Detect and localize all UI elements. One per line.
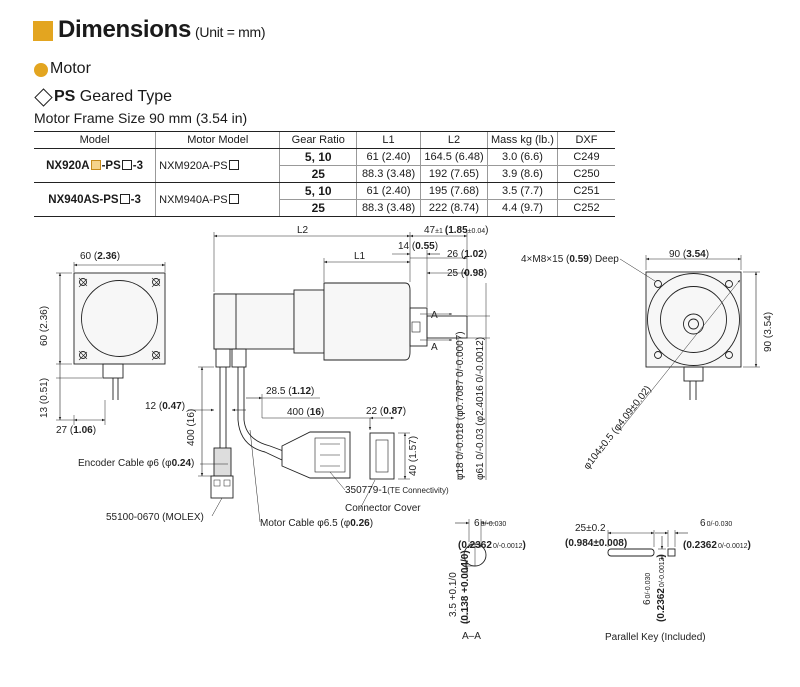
col-header-gear-ratio: Gear Ratio	[279, 131, 357, 149]
encoder-cable-label: Encoder Cable φ6 (φ0.24)	[78, 458, 195, 469]
connector-cover-label: Connector Cover	[345, 503, 421, 514]
l2-cell: 222 (8.74)	[420, 199, 488, 217]
dim-27: 27 (1.06)	[56, 425, 96, 436]
dim-14: 14 (0.55)	[398, 241, 438, 252]
molex-connector-label: 55100-0670 (MOLEX)	[106, 512, 204, 523]
dim-400-vertical: 400 (16)	[186, 409, 197, 446]
motor-cable-label: Motor Cable φ6.5 (φ0.26)	[260, 518, 374, 529]
option-box-icon	[228, 159, 239, 170]
dim-90-horizontal: 90 (3.54)	[669, 249, 709, 260]
mass-cell: 3.9 (8.6)	[486, 165, 558, 183]
option-box-icon	[228, 193, 239, 204]
option-box-icon	[119, 193, 130, 204]
dim-25: 25 (0.98)	[447, 268, 487, 279]
l1-cell: 88.3 (3.48)	[356, 165, 421, 183]
dim-13: 13 (0.51)	[39, 378, 50, 418]
dim-phi61: φ61 0/-0.03 (φ2.4016 0/-0.0012)	[475, 337, 486, 480]
gear-ratio-cell: 25	[279, 165, 357, 183]
l1-cell: 61 (2.40)	[356, 182, 421, 200]
side-view	[188, 232, 490, 523]
dim-0-2362-key-vertical: (0.23620/-0.0012)	[656, 554, 667, 622]
l1-cell: 61 (2.40)	[356, 148, 421, 166]
l1-cell: 88.3 (3.48)	[356, 199, 421, 217]
motor-model-cell: NXM940A-PS	[155, 182, 280, 217]
option-box-icon	[121, 159, 132, 170]
dim-6-aa: 60/-0.030	[474, 518, 506, 529]
dim-0-2362-aa: (0.23620/-0.0012)	[458, 540, 526, 551]
mass-cell: 3.0 (6.6)	[486, 148, 558, 166]
dim-0-984: (0.984±0.008)	[565, 538, 627, 549]
section-label: Motor	[50, 60, 91, 77]
col-header-mass: Mass kg (lb.)	[486, 131, 558, 149]
dim-90-vertical: 90 (3.54)	[763, 312, 774, 352]
table-row: NX940AS-PS-3 NXM940A-PS 5, 10 61 (2.40) …	[34, 182, 615, 217]
dim-0-2362-key: (0.23620/-0.0012)	[683, 540, 751, 551]
table-row: NX920A-PS-3 NXM920A-PS 5, 10 61 (2.40) 1…	[34, 148, 615, 183]
model-cell: NX940AS-PS-3	[34, 182, 156, 217]
dim-25-key: 25±0.2	[575, 523, 606, 534]
parallel-key	[607, 530, 688, 560]
frame-size-label: Motor Frame Size 90 mm (3.54 in)	[34, 110, 248, 126]
dxf-cell[interactable]: C251	[556, 182, 615, 200]
dim-phi104: φ104±0.5 (φ4.09±0.02)	[582, 384, 654, 472]
page-title: Dimensions(Unit = mm)	[58, 16, 266, 43]
col-header-model: Model	[34, 131, 156, 149]
col-header-l2: L2	[420, 131, 488, 149]
dim-l1: L1	[354, 251, 366, 262]
front-view-left	[56, 262, 166, 425]
section-marker-square	[33, 21, 53, 41]
dim-400-horizontal: 400 (16)	[287, 407, 324, 418]
dim-phi18: φ18 0/-0.018 (φ0.7087 0/-0.0007)	[455, 331, 466, 480]
motor-model-cell: NXM920A-PS	[155, 148, 280, 183]
type-heading: PS Geared Type	[54, 88, 172, 105]
mass-cell: 4.4 (9.7)	[486, 199, 558, 217]
dim-6-key: 60/-0.030	[700, 518, 732, 529]
section-a-top: A	[431, 310, 438, 321]
table-row: 25 88.3 (3.48) 222 (8.74) 4.4 (9.7) C252	[34, 199, 615, 217]
spec-table: Model Motor Model Gear Ratio L1 L2 Mass …	[34, 131, 615, 217]
gear-ratio-cell: 5, 10	[279, 148, 357, 166]
front-view-right	[619, 255, 760, 431]
section-a-bottom: A	[431, 342, 438, 353]
parallel-key-label: Parallel Key (Included)	[605, 632, 706, 643]
model-cell: NX920A-PS-3	[34, 148, 156, 183]
mass-cell: 3.5 (7.7)	[486, 182, 558, 200]
gear-ratio-cell: 25	[279, 199, 357, 217]
dim-3-5: 3.5 +0.1/0	[448, 572, 459, 617]
dxf-cell[interactable]: C249	[556, 148, 615, 166]
dxf-cell[interactable]: C252	[556, 199, 615, 217]
bullet-dot-icon	[34, 63, 48, 77]
dim-28-5: 28.5 (1.12)	[266, 386, 314, 397]
option-box-icon	[90, 159, 101, 170]
dim-0-138: (0.138 +0.004/0)	[460, 550, 471, 624]
l2-cell: 192 (7.65)	[420, 165, 488, 183]
col-header-l1: L1	[356, 131, 421, 149]
l2-cell: 195 (7.68)	[420, 182, 488, 200]
dim-26: 26 (1.02)	[447, 249, 487, 260]
dim-thread: 4×M8×15 (0.59) Deep	[521, 254, 619, 265]
table-row: 25 88.3 (3.48) 192 (7.65) 3.9 (8.6) C250	[34, 165, 615, 183]
dim-60-top: 60 (2.36)	[80, 251, 120, 262]
dim-12: 12 (0.47)	[145, 401, 185, 412]
dim-60-left: 60 (2.36)	[39, 306, 50, 346]
col-header-motor-model: Motor Model	[155, 131, 280, 149]
section-aa	[455, 519, 495, 624]
l2-cell: 164.5 (6.48)	[420, 148, 488, 166]
dim-l2: L2	[297, 225, 309, 236]
dim-22: 22 (0.87)	[366, 406, 406, 417]
dim-6-key-vertical: 60/-0.030	[642, 573, 653, 605]
dim-40: 40 (1.57)	[408, 436, 419, 476]
section-aa-label: A–A	[462, 631, 481, 642]
col-header-dxf: DXF	[556, 131, 615, 149]
dim-47: 47±1(1.85±0.04)	[424, 225, 488, 236]
gear-ratio-cell: 5, 10	[279, 182, 357, 200]
dxf-cell[interactable]: C250	[556, 165, 615, 183]
unit-note: (Unit = mm)	[195, 24, 266, 40]
te-connector-label: 350779-1(TE Connectivity)	[345, 485, 449, 496]
